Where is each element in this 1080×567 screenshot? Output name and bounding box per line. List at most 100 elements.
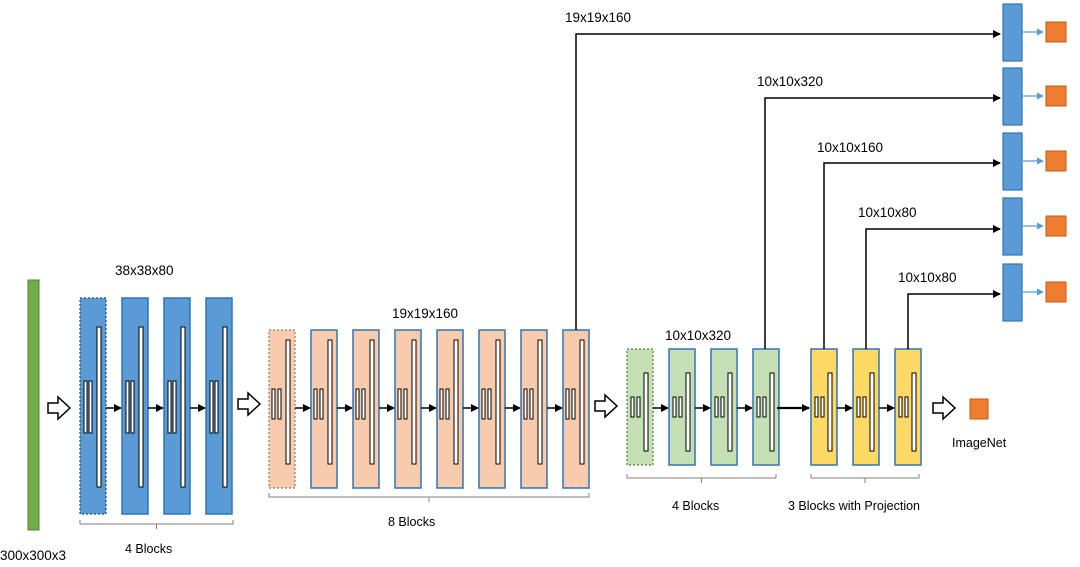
block	[478, 329, 506, 489]
head-output-block	[1045, 85, 1067, 107]
stage3-shape-label: 10x10x320	[665, 328, 731, 343]
block	[562, 329, 590, 489]
feature-tap-line	[764, 94, 1001, 349]
block-depthwise-bar	[672, 396, 677, 418]
imagenet-output-block	[969, 398, 989, 420]
transition-arrow	[237, 391, 262, 417]
tap5-label: 10x10x80	[898, 270, 957, 285]
stage1-shape-label: 38x38x80	[115, 263, 174, 278]
group-bracket	[79, 520, 234, 529]
head-layer	[1002, 3, 1067, 322]
block-depthwise-bar	[209, 380, 214, 434]
block	[520, 329, 548, 489]
block-depthwise-bar	[167, 380, 172, 434]
block-expansion-bar	[327, 339, 333, 465]
block-depthwise-bar	[904, 396, 909, 418]
block	[352, 329, 380, 489]
block-depthwise-bar	[714, 396, 719, 418]
feature-tap-line	[907, 290, 1001, 349]
block-expansion-bar	[369, 339, 375, 465]
block-depthwise-bar	[313, 388, 318, 420]
block-body	[163, 297, 191, 515]
block-expansion-bar	[869, 372, 875, 452]
tap2-label: 10x10x320	[757, 74, 823, 89]
block-depthwise-bar	[636, 396, 641, 418]
block-depthwise-bar	[565, 388, 570, 420]
head-output-block	[1045, 215, 1067, 237]
block-expansion-bar	[827, 372, 833, 452]
block-body	[310, 329, 338, 489]
block-depthwise-bar	[898, 396, 903, 418]
tap1-label: 19x19x160	[565, 10, 631, 25]
feature-tap-line	[575, 30, 1001, 330]
block-expansion-bar	[643, 372, 649, 452]
block-depthwise-bar	[355, 388, 360, 420]
block-depthwise-bar	[271, 388, 276, 420]
stage4-group-label: 3 Blocks with Projection	[788, 499, 920, 513]
block-depthwise-bar	[214, 380, 219, 434]
block-depthwise-bar	[862, 396, 867, 418]
block	[810, 348, 838, 466]
input-block	[27, 279, 40, 531]
block-expansion-bar	[579, 339, 585, 465]
stage-3	[626, 348, 780, 483]
block	[163, 297, 191, 515]
head-output-block	[1045, 21, 1067, 43]
group-bracket	[810, 474, 920, 483]
block-depthwise-bar	[130, 380, 135, 434]
stage2-shape-label: 19x19x160	[392, 306, 458, 321]
block-expansion-bar	[911, 372, 917, 452]
block-depthwise-bar	[445, 388, 450, 420]
group-bracket	[626, 474, 777, 483]
block	[626, 348, 654, 466]
block	[205, 297, 233, 515]
block-expansion-bar	[180, 326, 186, 488]
block-depthwise-bar	[630, 396, 635, 418]
block-expansion-bar	[685, 372, 691, 452]
block-depthwise-bar	[439, 388, 444, 420]
input-layer: 300x300x3	[0, 279, 66, 563]
detection-head-block	[1002, 132, 1023, 191]
head-output-block	[1045, 150, 1067, 172]
block-depthwise-bar	[403, 388, 408, 420]
block-depthwise-bar	[678, 396, 683, 418]
block-depthwise-bar	[720, 396, 725, 418]
block-depthwise-bar	[361, 388, 366, 420]
block-depthwise-bar	[814, 396, 819, 418]
block	[852, 348, 880, 466]
block-expansion-bar	[453, 339, 459, 465]
group-bracket	[268, 493, 590, 502]
block-depthwise-bar	[571, 388, 576, 420]
block-expansion-bar	[222, 326, 228, 488]
block-depthwise-bar	[756, 396, 761, 418]
block-depthwise-bar	[820, 396, 825, 418]
block	[394, 329, 422, 489]
block	[79, 297, 107, 515]
block-depthwise-bar	[88, 380, 93, 434]
block-depthwise-bar	[856, 396, 861, 418]
block	[894, 348, 922, 466]
block-depthwise-bar	[319, 388, 324, 420]
block-expansion-bar	[411, 339, 417, 465]
block-depthwise-bar	[487, 388, 492, 420]
block-expansion-bar	[537, 339, 543, 465]
tap3-label: 10x10x160	[817, 140, 883, 155]
block	[268, 329, 296, 489]
transition-arrow	[47, 395, 72, 421]
input-size-label: 300x300x3	[0, 548, 66, 563]
stage-1	[79, 297, 234, 529]
imagenet-label: ImageNet	[952, 436, 1007, 450]
stage3-group-label: 4 Blocks	[672, 499, 719, 513]
block	[752, 348, 780, 466]
stage-layer	[47, 297, 957, 529]
block-expansion-bar	[138, 326, 144, 488]
block-depthwise-bar	[523, 388, 528, 420]
feature-tap-line	[823, 159, 1001, 349]
block-depthwise-bar	[277, 388, 282, 420]
transition-arrow	[594, 393, 619, 419]
block-expansion-bar	[285, 339, 291, 465]
block-depthwise-bar	[397, 388, 402, 420]
tap4-label: 10x10x80	[858, 205, 917, 220]
head-output-block	[1045, 281, 1067, 303]
